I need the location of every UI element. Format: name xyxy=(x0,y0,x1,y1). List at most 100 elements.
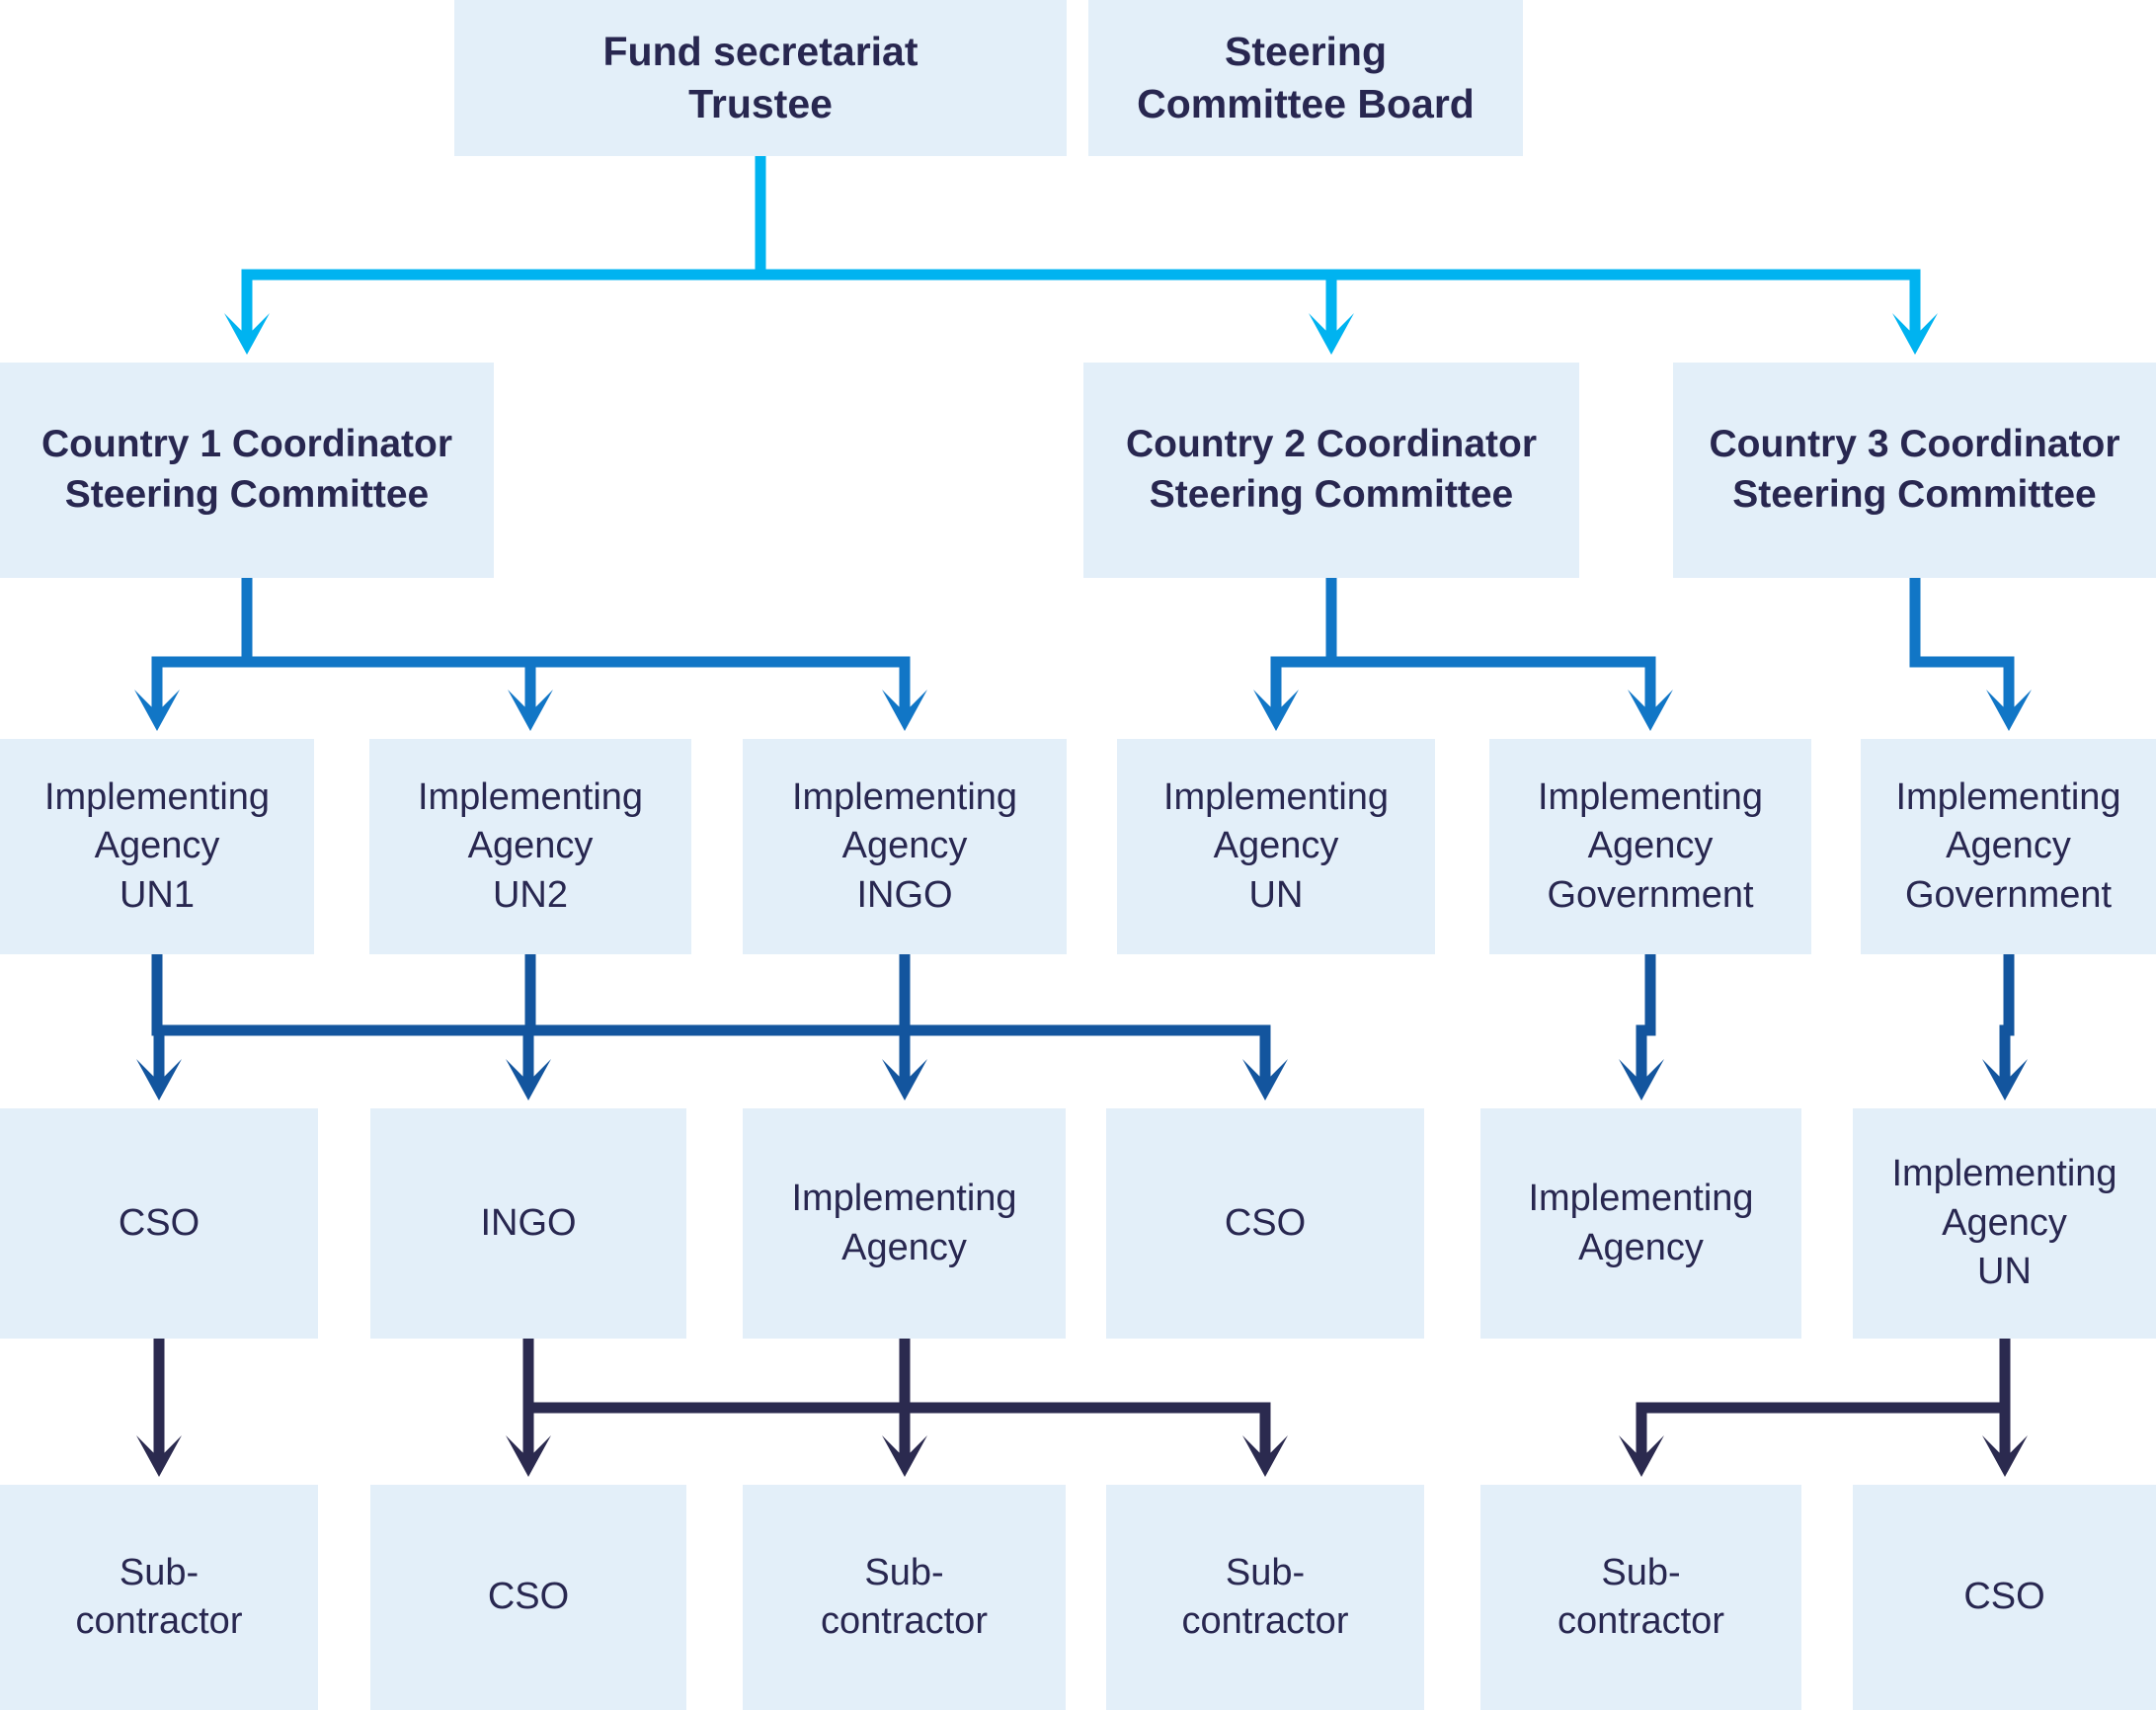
connector-segment xyxy=(241,269,253,315)
node-label: Country 2 Coordinator Steering Committee xyxy=(1126,423,1537,516)
connector-segment xyxy=(153,1339,165,1437)
connector-segment xyxy=(1259,1024,1271,1061)
connector-segment xyxy=(1636,1024,1647,1061)
node-partner-cso-1[interactable]: CSO xyxy=(0,1108,318,1339)
connector-segment xyxy=(151,656,911,668)
node-label: Implementing Agency INGO xyxy=(791,775,1018,916)
connector-segment xyxy=(522,1024,534,1061)
connector-segment xyxy=(522,1402,534,1437)
connector-segment xyxy=(151,656,163,692)
connector-segment xyxy=(899,656,911,692)
node-partner-impl-agency-1[interactable]: Implementing Agency xyxy=(743,1108,1066,1339)
connector-arrowhead xyxy=(1619,1059,1664,1100)
node-impl-agency-un2[interactable]: Implementing Agency UN2 xyxy=(369,739,691,954)
connector-segment xyxy=(1270,656,1282,692)
connector-arrowhead xyxy=(134,690,180,731)
connector-arrowhead xyxy=(1309,313,1354,355)
connector-segment xyxy=(1636,1024,1656,1036)
node-partner-ingo[interactable]: INGO xyxy=(370,1108,686,1339)
connector-arrowhead xyxy=(1982,1059,2028,1100)
connector-segment xyxy=(1999,1339,2011,1414)
node-country-3-coordinator[interactable]: Country 3 Coordinator Steering Committee xyxy=(1673,363,2156,578)
node-label: Implementing Agency UN2 xyxy=(417,775,644,916)
connector-segment xyxy=(899,1402,911,1437)
node-partner-impl-agency-2[interactable]: Implementing Agency xyxy=(1480,1108,1801,1339)
node-label: Implementing Agency Government xyxy=(1895,775,2121,916)
node-partner-cso-2[interactable]: CSO xyxy=(1106,1108,1424,1339)
node-label: Country 3 Coordinator Steering Committee xyxy=(1709,423,2120,516)
connector-arrowhead xyxy=(1986,690,2032,731)
connector-arrowhead xyxy=(882,1435,927,1477)
connector-arrowhead xyxy=(1982,1435,2028,1477)
node-steering-committee-board[interactable]: Steering Committee Board xyxy=(1088,0,1523,156)
connector-segment xyxy=(2003,954,2015,1036)
connector-segment xyxy=(899,1402,1271,1414)
node-label: Implementing Agency UN xyxy=(1891,1153,2117,1293)
connector-arrowhead xyxy=(1253,690,1299,731)
node-label: Implementing Agency xyxy=(1528,1178,1754,1268)
node-sub-contractor-2[interactable]: Sub- contractor xyxy=(743,1485,1066,1710)
connector-segment xyxy=(755,156,766,281)
connector-arrowhead xyxy=(506,1059,551,1100)
node-impl-agency-ingo[interactable]: Implementing Agency INGO xyxy=(743,739,1067,954)
connector-segment xyxy=(1999,1024,2015,1036)
connector-arrowhead xyxy=(882,1059,927,1100)
connector-segment xyxy=(524,1024,911,1036)
node-label: Implementing Agency UN xyxy=(1162,775,1390,916)
node-impl-agency-un1[interactable]: Implementing Agency UN1 xyxy=(0,739,314,954)
node-label: CSO xyxy=(118,1201,200,1244)
connector-segment xyxy=(241,578,253,668)
connector-arrowhead xyxy=(1242,1059,1288,1100)
connector-arrowhead xyxy=(506,1435,551,1477)
connector-segment xyxy=(151,954,163,1036)
connector-segment xyxy=(1999,1402,2011,1437)
connector-segment xyxy=(1644,656,1656,692)
node-cso-bottom-2[interactable]: CSO xyxy=(1853,1485,2156,1710)
connector-segment xyxy=(2003,656,2015,692)
connector-segment xyxy=(1909,578,1921,668)
connector-segment xyxy=(522,1339,534,1414)
node-sub-contractor-1[interactable]: Sub- contractor xyxy=(0,1485,318,1710)
node-fund-secretariat-trustee[interactable]: Fund secretariat Trustee xyxy=(454,0,1067,156)
node-label: Sub- contractor xyxy=(821,1551,988,1642)
connector-segment xyxy=(1636,1402,2011,1414)
connector-segment xyxy=(1325,269,1337,315)
connector-arrowhead xyxy=(136,1059,182,1100)
connector-segment xyxy=(899,1024,1271,1036)
node-label: Country 1 Coordinator Steering Committee xyxy=(41,423,452,516)
node-impl-agency-government-2[interactable]: Implementing Agency Government xyxy=(1861,739,2156,954)
connector-segment xyxy=(153,1024,165,1061)
node-sub-contractor-4[interactable]: Sub- contractor xyxy=(1480,1485,1801,1710)
connector-segment xyxy=(524,656,536,692)
node-partner-impl-agency-un[interactable]: Implementing Agency UN xyxy=(1853,1108,2156,1339)
node-label: Implementing Agency Government xyxy=(1537,775,1764,916)
connector-segment xyxy=(1636,1402,1647,1437)
node-label: Fund secretariat Trustee xyxy=(602,28,918,126)
connector-segment xyxy=(899,1339,911,1414)
node-label: Sub- contractor xyxy=(75,1551,243,1642)
connector-arrowhead xyxy=(136,1435,182,1477)
connector-segment xyxy=(524,954,536,1036)
connector-segment xyxy=(241,269,1921,281)
connector-segment xyxy=(1325,578,1337,668)
connector-arrowhead xyxy=(1628,690,1673,731)
node-impl-agency-government-1[interactable]: Implementing Agency Government xyxy=(1489,739,1811,954)
node-country-2-coordinator[interactable]: Country 2 Coordinator Steering Committee xyxy=(1083,363,1579,578)
connector-segment xyxy=(1270,656,1656,668)
connector-arrowhead xyxy=(1619,1435,1664,1477)
node-label: CSO xyxy=(1963,1576,2045,1618)
connector-arrowhead xyxy=(508,690,553,731)
node-sub-contractor-3[interactable]: Sub- contractor xyxy=(1106,1485,1424,1710)
node-country-1-coordinator[interactable]: Country 1 Coordinator Steering Committee xyxy=(0,363,494,578)
connector-arrowhead xyxy=(882,690,927,731)
node-cso-bottom-1[interactable]: CSO xyxy=(370,1485,686,1710)
node-label: INGO xyxy=(480,1201,577,1244)
node-label: Steering Committee Board xyxy=(1137,28,1475,126)
connector-segment xyxy=(1999,1024,2011,1061)
node-impl-agency-un[interactable]: Implementing Agency UN xyxy=(1117,739,1435,954)
node-label: CSO xyxy=(487,1576,570,1618)
node-label: Implementing Agency UN1 xyxy=(43,775,271,916)
node-label: Sub- contractor xyxy=(1557,1551,1724,1642)
